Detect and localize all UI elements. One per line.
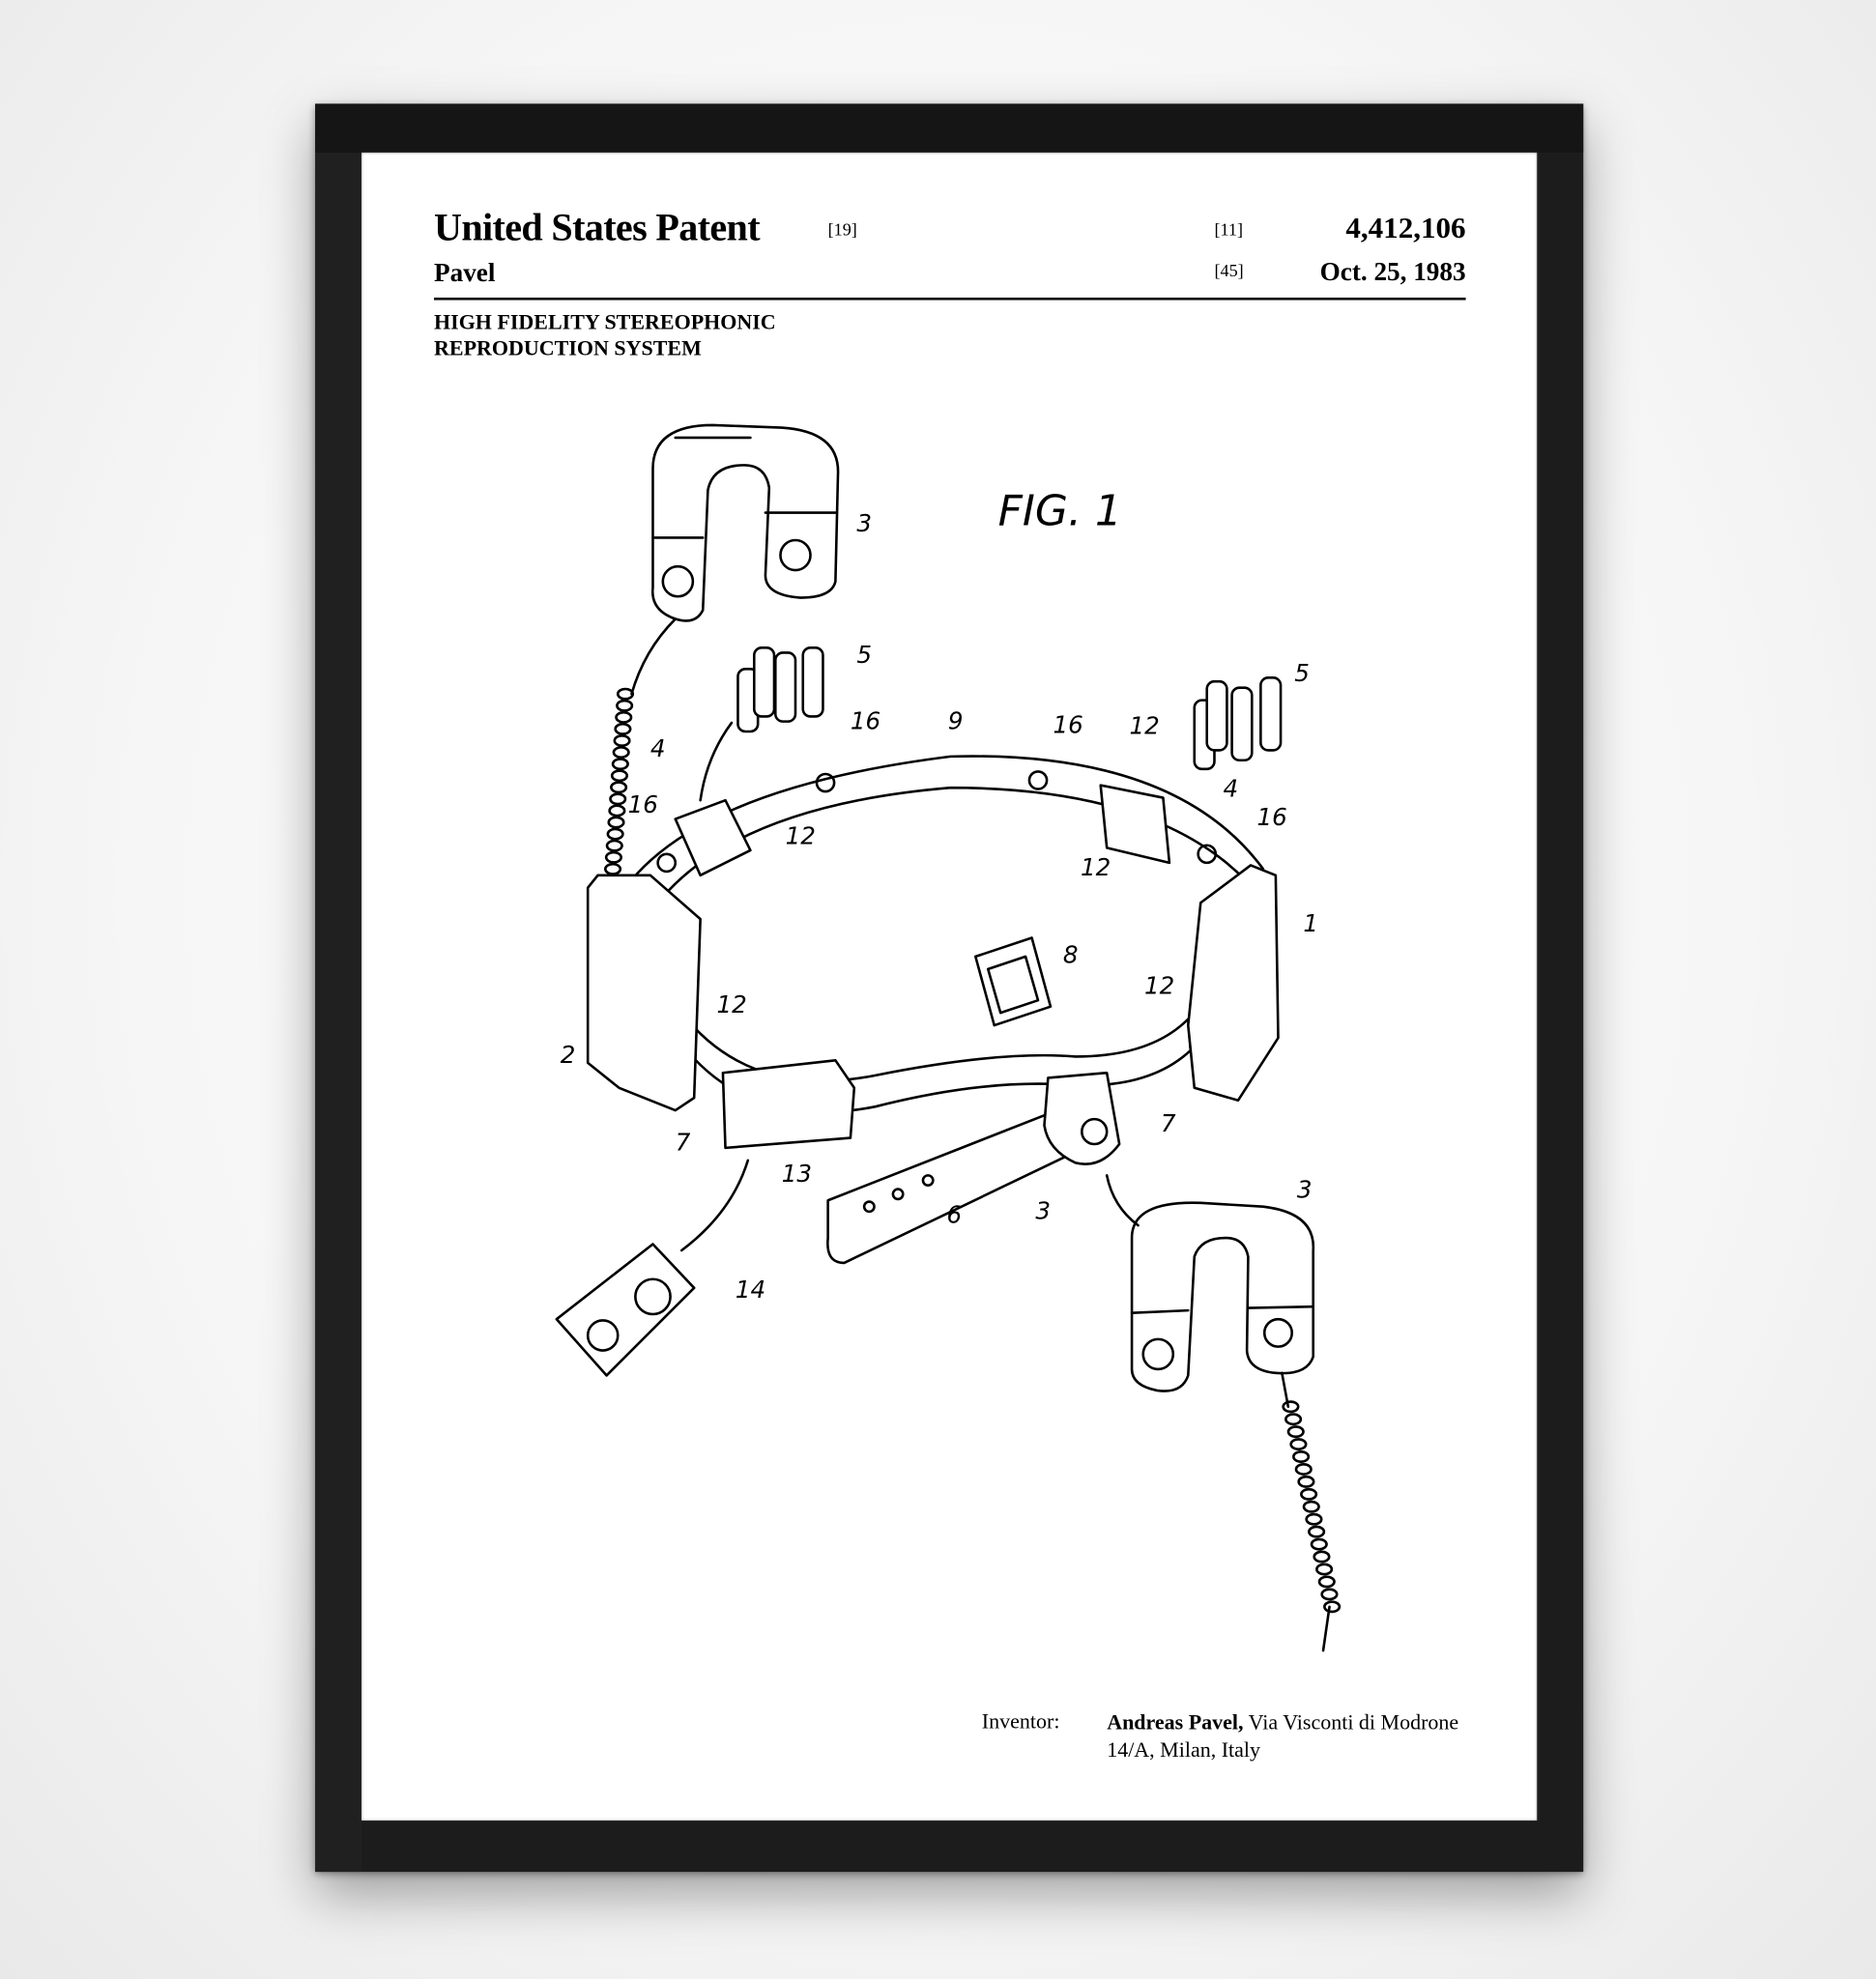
inventor-name: Andreas Pavel, xyxy=(1107,1710,1244,1735)
callout-label: 12 xyxy=(1144,972,1174,1000)
inventor-address: Via Visconti di Modrone 14/A, Milan, Ita… xyxy=(1107,1710,1459,1763)
strap xyxy=(826,1111,1067,1265)
inventor-details: Andreas Pavel, Via Visconti di Modrone 1… xyxy=(1107,1709,1469,1764)
callout-label: 7 xyxy=(676,1128,691,1156)
inventor-surname: Pavel xyxy=(434,257,496,288)
coiled-cord-left xyxy=(604,687,635,875)
code-19: [19] xyxy=(827,221,857,241)
callout-label: 12 xyxy=(1081,853,1111,881)
cassette xyxy=(555,1243,696,1377)
arrow-cassette xyxy=(679,1159,750,1252)
callout-label: 5 xyxy=(856,641,872,669)
cassette-compartment xyxy=(721,1059,856,1150)
coiled-cord-right xyxy=(1282,1400,1342,1614)
callout-label: 3 xyxy=(1035,1197,1051,1225)
patent-print: United States Patent [19] [11] 4,412,106… xyxy=(361,152,1538,1821)
callout-label: 9 xyxy=(948,706,964,734)
callout-label: 5 xyxy=(1294,659,1310,687)
headphones-bottom xyxy=(1130,1201,1331,1652)
callout-label: 16 xyxy=(851,706,880,734)
headphones-top xyxy=(650,423,840,622)
callout-label: 4 xyxy=(1224,774,1239,802)
arrow-battery-left xyxy=(699,721,734,802)
callout-label: 12 xyxy=(1129,712,1159,740)
buckle xyxy=(974,936,1053,1027)
callout-label: 12 xyxy=(716,990,746,1018)
batteries-left xyxy=(736,645,824,733)
callout-label: 8 xyxy=(1063,940,1079,968)
callout-label: 1 xyxy=(1303,909,1318,937)
code-45: [45] xyxy=(1214,262,1244,282)
callout-label: 3 xyxy=(1297,1176,1313,1204)
callout-label: 16 xyxy=(1256,803,1286,831)
callout-label: 16 xyxy=(628,790,658,818)
callout-label: 13 xyxy=(782,1160,812,1188)
inventor-label: Inventor: xyxy=(981,1708,1060,1734)
control-unit-left xyxy=(586,874,702,1112)
callout-label: 16 xyxy=(1053,710,1083,738)
header-rule xyxy=(434,297,1466,301)
callout-label: 2 xyxy=(561,1041,576,1069)
callout-label: 14 xyxy=(736,1276,765,1304)
patent-date: Oct. 25, 1983 xyxy=(1319,256,1466,287)
control-unit-right xyxy=(1187,864,1280,1103)
callout-label: 4 xyxy=(650,734,666,762)
document-title: United States Patent xyxy=(434,205,761,249)
callout-label: 6 xyxy=(947,1201,963,1229)
patent-number: 4,412,106 xyxy=(1345,212,1466,245)
figure-title: FIG. 1 xyxy=(998,486,1122,535)
belt xyxy=(623,755,1265,1114)
arrow-headphones xyxy=(1105,1174,1140,1227)
callout-label: 3 xyxy=(856,509,872,537)
callout-label: 12 xyxy=(786,821,816,849)
batteries-right xyxy=(1193,676,1283,771)
patent-subtitle: HIGH FIDELITY STEREOPHONIC REPRODUCTION … xyxy=(434,309,776,360)
code-11: [11] xyxy=(1214,221,1243,241)
headphone-clip xyxy=(1043,1071,1121,1165)
callout-label: 7 xyxy=(1161,1109,1176,1137)
